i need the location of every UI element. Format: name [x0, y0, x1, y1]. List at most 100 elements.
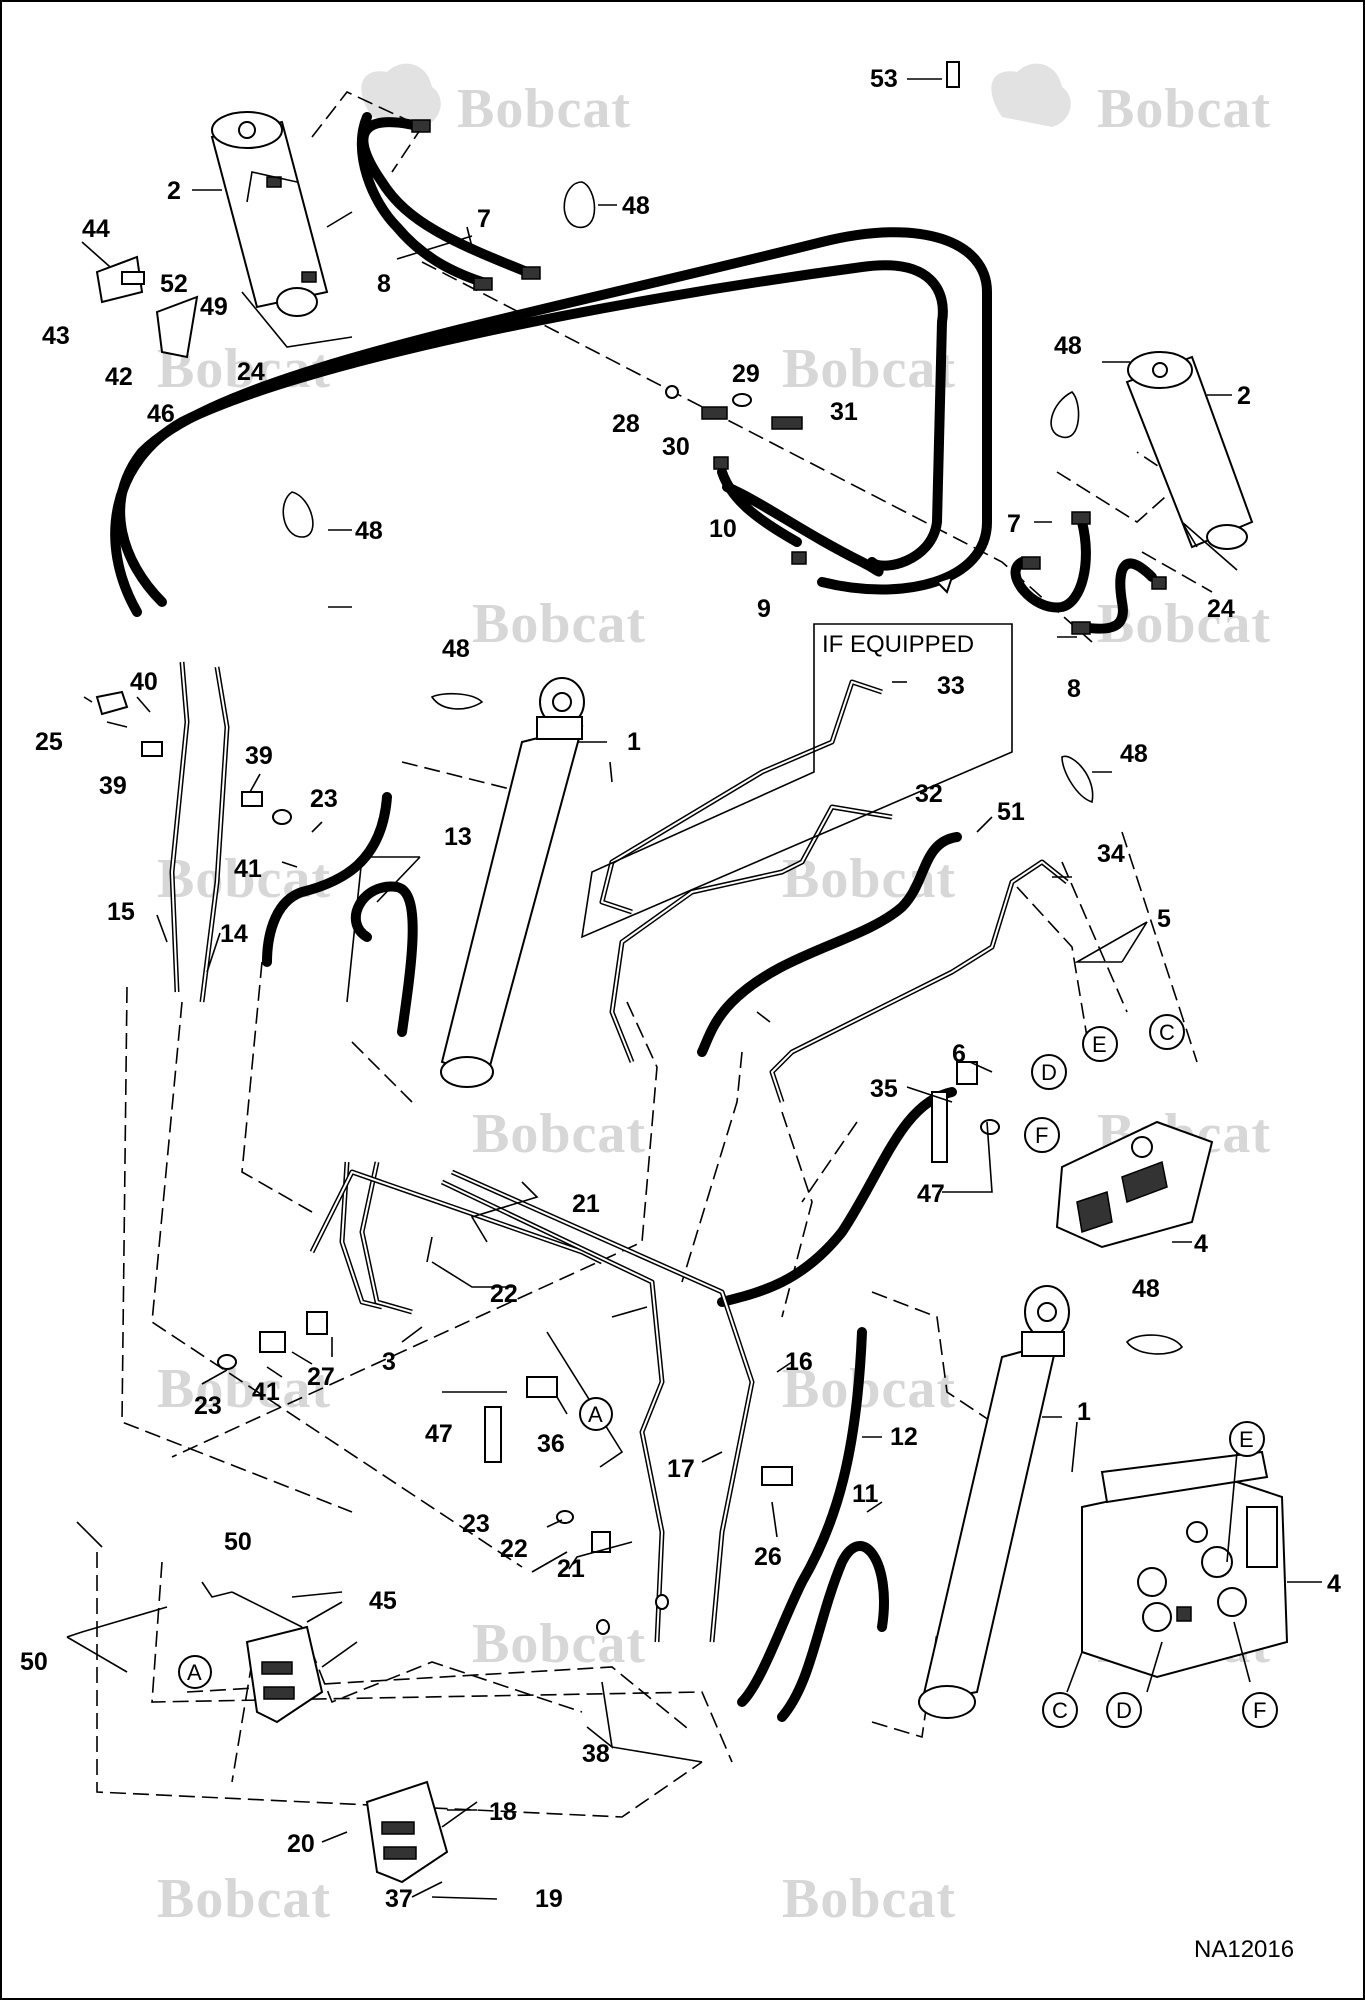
part-label-29: 29: [732, 360, 760, 388]
if-equipped-label: IF EQUIPPED: [822, 631, 974, 658]
part-label-17: 17: [667, 1455, 695, 1483]
part-label-48: 48: [1132, 1275, 1160, 1303]
watermark-text: Bobcat: [157, 848, 331, 910]
part-label-38: 38: [582, 1740, 610, 1768]
valve-body-18: [365, 1780, 478, 1884]
part-label-48: 48: [355, 517, 383, 545]
watermark-text: Bobcat: [782, 1868, 956, 1930]
part-label-5: 5: [1157, 905, 1171, 933]
part-label-27: 27: [307, 1363, 335, 1391]
part-label-41: 41: [234, 855, 262, 883]
part-label-36: 36: [537, 1430, 565, 1458]
svg-text:D: D: [1116, 1698, 1132, 1723]
part-label-33: 33: [937, 672, 965, 700]
part-label-18: 18: [489, 1798, 517, 1826]
part-label-23: 23: [194, 1392, 222, 1420]
hose-7-8-right: [1010, 511, 1167, 635]
cylinder-2-left: [210, 111, 329, 317]
part-label-16: 16: [785, 1348, 813, 1376]
part-label-21: 21: [572, 1190, 600, 1218]
part-label-45: 45: [369, 1587, 397, 1615]
if-equipped-panel: IF EQUIPPED: [580, 623, 1013, 939]
part-label-51: 51: [997, 798, 1025, 826]
watermark-text: Bobcat: [472, 1613, 646, 1675]
cylinder-2-right: [1125, 351, 1254, 550]
part-label-43: 43: [42, 322, 70, 350]
callout-c-top: C: [1149, 1014, 1185, 1050]
part-label-50: 50: [224, 1528, 252, 1556]
svg-text:F: F: [1035, 1123, 1048, 1148]
leader-lines: [66, 78, 1322, 1900]
part-label-8: 8: [377, 270, 391, 298]
part-label-14: 14: [220, 920, 248, 948]
part-label-40: 40: [130, 668, 158, 696]
part-label-10: 10: [709, 515, 737, 543]
part-label-4: 4: [1327, 1570, 1341, 1598]
part-label-47: 47: [425, 1420, 453, 1448]
part-label-24: 24: [237, 358, 265, 386]
part-label-23: 23: [310, 785, 338, 813]
part-label-11: 11: [852, 1480, 879, 1508]
tube-3: [309, 1161, 604, 1315]
tie-straps: [282, 181, 1184, 1355]
callout-c-bottom: C: [1042, 1692, 1078, 1728]
part-label-24: 24: [1207, 595, 1235, 623]
hose-13: [262, 792, 418, 1037]
cylinder-1-upper: [440, 677, 585, 1088]
part-label-12: 12: [890, 1423, 918, 1451]
part-label-20: 20: [287, 1830, 315, 1858]
part-label-48: 48: [1054, 332, 1082, 360]
control-valve-4-upper: [1055, 1120, 1214, 1249]
part-label-35: 35: [870, 1075, 898, 1103]
part-label-8: 8: [1067, 675, 1081, 703]
tube-16-17: [440, 1169, 755, 1643]
watermark-text: Bobcat: [1097, 78, 1271, 140]
part-label-6: 6: [952, 1040, 966, 1068]
part-label-7: 7: [477, 205, 491, 233]
part-label-44: 44: [82, 215, 110, 243]
hose-7-8-left: [356, 112, 541, 291]
callout-e-bottom: E: [1229, 1421, 1265, 1457]
part-label-37: 37: [385, 1885, 413, 1913]
callout-e-top: E: [1082, 1026, 1118, 1062]
tube-14-15: [169, 661, 230, 1003]
part-label-52: 52: [160, 270, 188, 298]
callout-a-bottom: A: [178, 1655, 212, 1689]
hose-35: [717, 1087, 957, 1307]
routing-lines: [96, 91, 1213, 1818]
callout-markers: A A C D E F E C: [178, 1014, 1278, 1728]
part-label-7: 7: [1007, 510, 1021, 538]
part-label-2: 2: [167, 177, 181, 205]
part-label-3: 3: [382, 1348, 396, 1376]
part-label-22: 22: [490, 1280, 518, 1308]
part-label-48: 48: [622, 192, 650, 220]
watermark-text: Bobcat: [157, 1358, 331, 1420]
part-label-25: 25: [35, 728, 63, 756]
part-label-41: 41: [252, 1378, 280, 1406]
svg-text:C: C: [1052, 1698, 1068, 1723]
watermark-text: Bobcat: [782, 1358, 956, 1420]
part-label-39: 39: [99, 772, 127, 800]
part-label-21: 21: [557, 1555, 585, 1583]
part-label-32: 32: [915, 780, 943, 808]
part-label-46: 46: [147, 400, 175, 428]
watermark-text: Bobcat: [457, 78, 631, 140]
part-label-15: 15: [107, 898, 135, 926]
fittings-upper: [665, 385, 803, 430]
tube-33: [599, 679, 883, 915]
part-label-48: 48: [442, 635, 470, 663]
part-label-50: 50: [20, 1648, 48, 1676]
part-label-1: 1: [1077, 1398, 1091, 1426]
hose-11: [777, 1541, 889, 1722]
part-label-22: 22: [500, 1535, 528, 1563]
control-valve-4-lower: [1081, 1450, 1289, 1679]
tube-34: [769, 859, 1069, 1103]
tube-32: [609, 804, 893, 1063]
cylinder-1-lower: [918, 1285, 1070, 1719]
part-label-49: 49: [200, 293, 228, 321]
callout-d-top: D: [1031, 1054, 1067, 1090]
drawing-number: NA12016: [1194, 1936, 1294, 1963]
svg-text:F: F: [1253, 1698, 1266, 1723]
hose-12: [737, 1327, 867, 1707]
hose-51: [697, 832, 962, 1057]
